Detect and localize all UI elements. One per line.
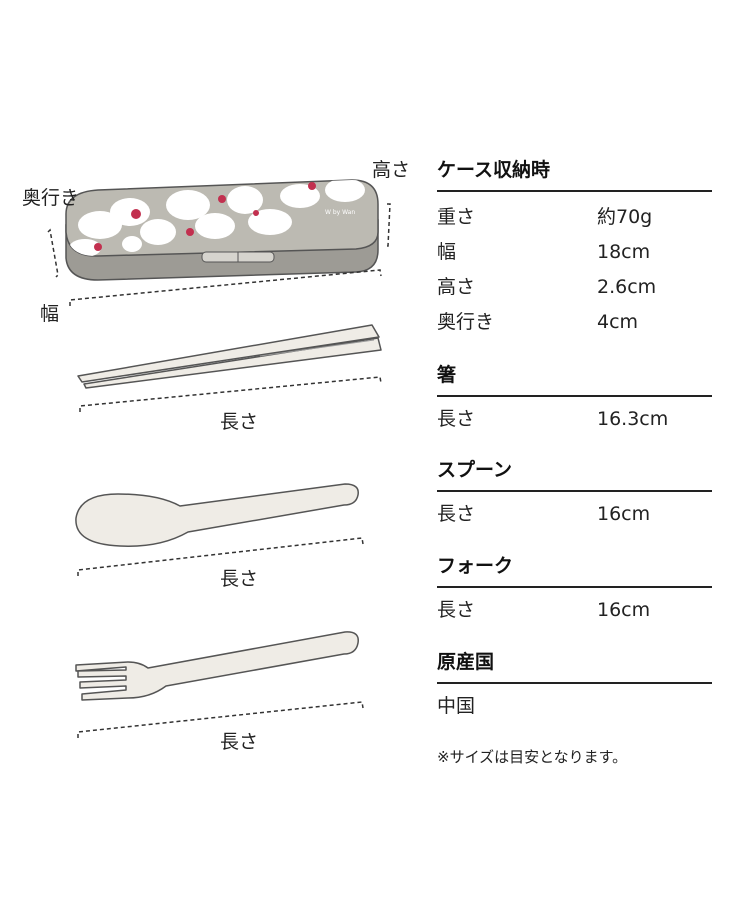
spec-section-origin: 原産国 中国 (437, 647, 712, 724)
spec-title: スプーン (437, 455, 712, 492)
chopsticks (77, 324, 382, 389)
spec-title: ケース収納時 (437, 155, 712, 192)
spec-value: 16cm (597, 599, 651, 621)
spec-value: 16cm (597, 503, 651, 525)
flower-pattern (69, 180, 365, 257)
spec-row: 長さ 16cm (437, 593, 712, 628)
case-width-label: 幅 (40, 303, 59, 325)
spec-row: 中国 (437, 689, 712, 724)
cutlery-case: W by Wan (65, 179, 379, 281)
spec-title: フォーク (437, 551, 712, 588)
spec-value: 16.3cm (597, 408, 669, 430)
product-illustration: W by Wan 高さ 奥行き 幅 長さ 長さ 長さ (22, 159, 410, 753)
spec-row: 長さ 16.3cm (437, 402, 712, 437)
fork-length-label: 長さ (220, 731, 258, 753)
spec-section-chopsticks: 箸 長さ 16.3cm (437, 360, 712, 437)
spec-value: 約70g (597, 206, 653, 228)
case-brand-logo: W by Wan (325, 209, 355, 216)
spec-value: 18cm (597, 241, 651, 263)
case-depth-label: 奥行き (22, 187, 79, 209)
case-dimension-guides (47, 203, 391, 306)
spoon-dimension-guide (77, 537, 364, 576)
spec-value: 2.6cm (597, 276, 657, 298)
spec-section-case: ケース収納時 重さ 約70g 幅 18cm 高さ 2.6cm 奥行き 4cm (437, 155, 712, 340)
spec-title: 原産国 (437, 647, 712, 684)
size-note: ※サイズは目安となります。 (437, 748, 628, 766)
spoon-length-label: 長さ (220, 568, 258, 590)
spec-key: 長さ (437, 503, 476, 525)
spec-value: 4cm (597, 311, 639, 333)
chopsticks-dimension-guide (79, 376, 382, 412)
spec-key: 重さ (437, 206, 476, 228)
spec-key: 中国 (437, 695, 476, 717)
spec-title: 箸 (437, 360, 712, 397)
spec-row: 幅 18cm (437, 235, 712, 270)
spec-key: 長さ (437, 599, 476, 621)
spec-section-fork: フォーク 長さ 16cm (437, 551, 712, 628)
fork (75, 631, 359, 701)
spec-section-spoon: スプーン 長さ 16cm (437, 455, 712, 532)
spec-key: 幅 (437, 241, 457, 263)
spoon (75, 483, 359, 547)
spec-key: 長さ (437, 408, 476, 430)
spec-key: 奥行き (437, 311, 495, 333)
case-height-label: 高さ (372, 159, 410, 181)
chopsticks-length-label: 長さ (220, 411, 258, 433)
fork-dimension-guide (77, 701, 364, 738)
spec-row: 長さ 16cm (437, 497, 712, 532)
spec-row: 高さ 2.6cm (437, 270, 712, 305)
spec-row: 奥行き 4cm (437, 305, 712, 340)
spec-key: 高さ (437, 276, 476, 298)
spec-value (597, 689, 712, 724)
spec-row: 重さ 約70g (437, 200, 712, 235)
